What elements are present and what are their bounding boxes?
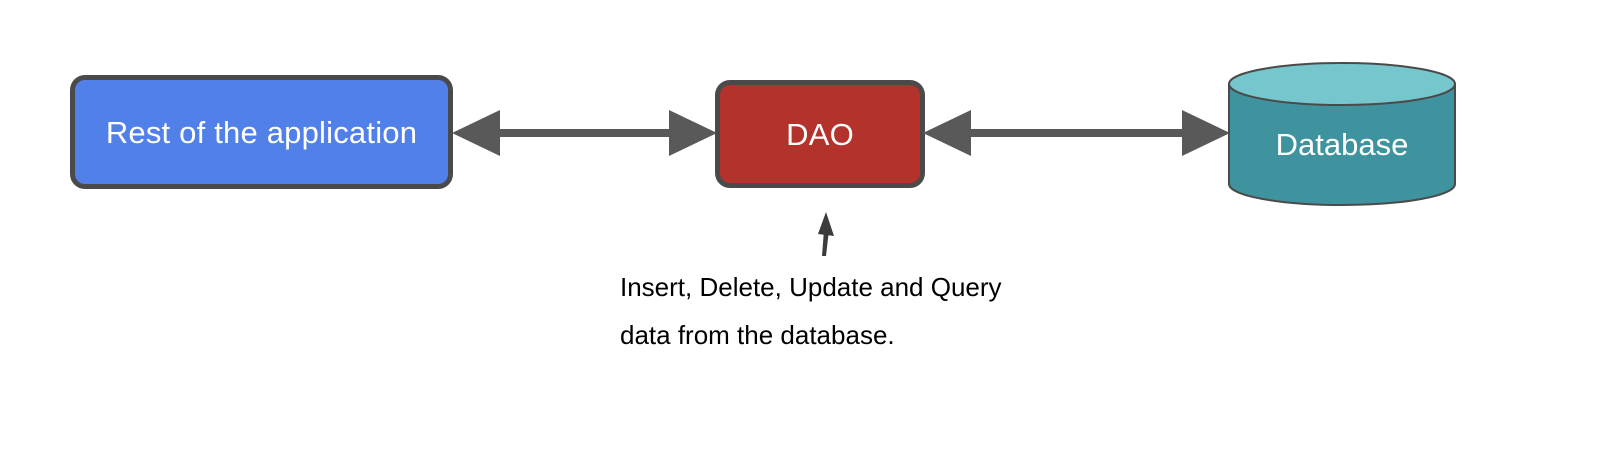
node-dao-label: DAO [786,116,854,152]
cylinder-shape [1228,62,1456,206]
caption-line-1: Insert, Delete, Update and Query [620,272,1002,302]
node-database[interactable]: Database [1228,62,1456,206]
arrowhead-right [1182,110,1230,156]
caption-line-2: data from the database. [620,320,895,350]
node-rest-of-application[interactable]: Rest of the application [70,75,453,189]
caption-text: Insert, Delete, Update and Query data fr… [620,263,1040,359]
arrow-shaft [496,129,673,137]
arrow-shaft [967,129,1186,137]
arrowhead-up [818,212,834,236]
cylinder-top [1228,62,1456,106]
cylinder-body [1228,83,1456,206]
arrowhead-left [923,110,971,156]
node-dao[interactable]: DAO [715,80,925,188]
arrowhead-right [669,110,717,156]
arrow-shaft [822,230,829,256]
connector-caption-to-dao [818,212,834,256]
arrowhead-left [452,110,500,156]
node-rest-of-application-label: Rest of the application [105,114,418,150]
connector-dao-to-database [923,110,1230,156]
connector-rest-to-dao [452,110,717,156]
